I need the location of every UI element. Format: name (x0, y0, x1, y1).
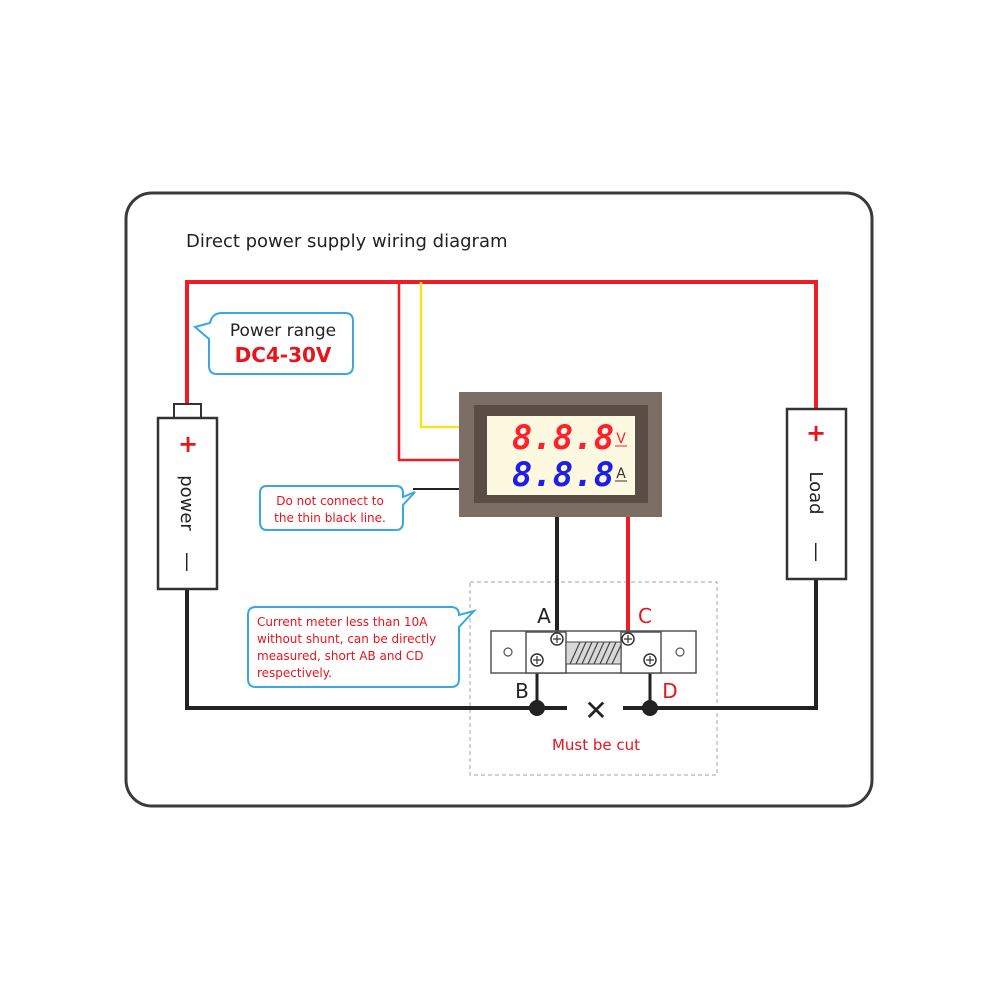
black-bottom-right-wire (623, 578, 818, 710)
red-meter-supply-wire (397, 282, 461, 462)
terminal-d-label: D (662, 679, 677, 703)
terminal-b-label: B (515, 679, 529, 703)
meter-voltage-digits: 8.8.8 (512, 418, 614, 458)
load-minus-sign: — (805, 542, 829, 562)
shunt-resistor-hatching (569, 641, 622, 665)
meter-voltage-unit: V (616, 431, 626, 447)
power-plus-sign: + (178, 430, 198, 458)
callout-current-line1: Current meter less than 10A (257, 615, 428, 629)
callout-power-range: Power range DC4-30V (192, 312, 354, 375)
junction-dot-d (642, 700, 658, 716)
shunt (490, 630, 697, 674)
load-body (785, 407, 848, 581)
callout-thin-line-line2: the thin black line. (274, 511, 386, 525)
callout-current-line3: measured, short AB and CD (257, 649, 424, 663)
shunt-mount-hole-right (675, 647, 685, 657)
shunt-mount-hole-left (503, 647, 513, 657)
yellow-wire (419, 282, 461, 429)
callout-power-range-line1: Power range (230, 321, 336, 341)
power-minus-sign: — (176, 552, 200, 572)
red-top-wire (185, 280, 818, 411)
callout-power-range-line2: DC4-30V (235, 343, 332, 367)
power-supply: + power — (156, 403, 219, 591)
load-plus-sign: + (806, 419, 826, 447)
meter-display (487, 416, 635, 495)
terminal-c-label: C (638, 604, 652, 628)
callout-current-line4: respectively. (257, 666, 332, 680)
meter-current-digits: 8.8.8 (512, 455, 614, 495)
black-bottom-left-wire (185, 586, 567, 710)
load: + Load — (785, 407, 848, 581)
callout-thin-line: Do not connect to the thin black line. (259, 485, 416, 531)
cut-mark: ✕ (584, 694, 607, 727)
power-supply-body (156, 416, 219, 591)
meter-current-unit: A (616, 466, 626, 482)
cut-note: Must be cut (552, 736, 640, 754)
load-label: Load (805, 471, 826, 514)
shunt-region (469, 581, 718, 776)
diagram-title: Direct power supply wiring diagram (186, 231, 508, 252)
voltmeter-ammeter: 8.8.8 V 8.8.8 A (459, 392, 662, 517)
callout-thin-line-line1: Do not connect to (276, 494, 384, 508)
junction-dot-b (529, 700, 545, 716)
power-label: power (176, 475, 197, 531)
callout-current-line2: without shunt, can be directly (257, 632, 436, 646)
red-wires (185, 280, 818, 637)
terminal-a-label: A (537, 604, 551, 628)
callout-current: Current meter less than 10A without shun… (247, 606, 478, 688)
